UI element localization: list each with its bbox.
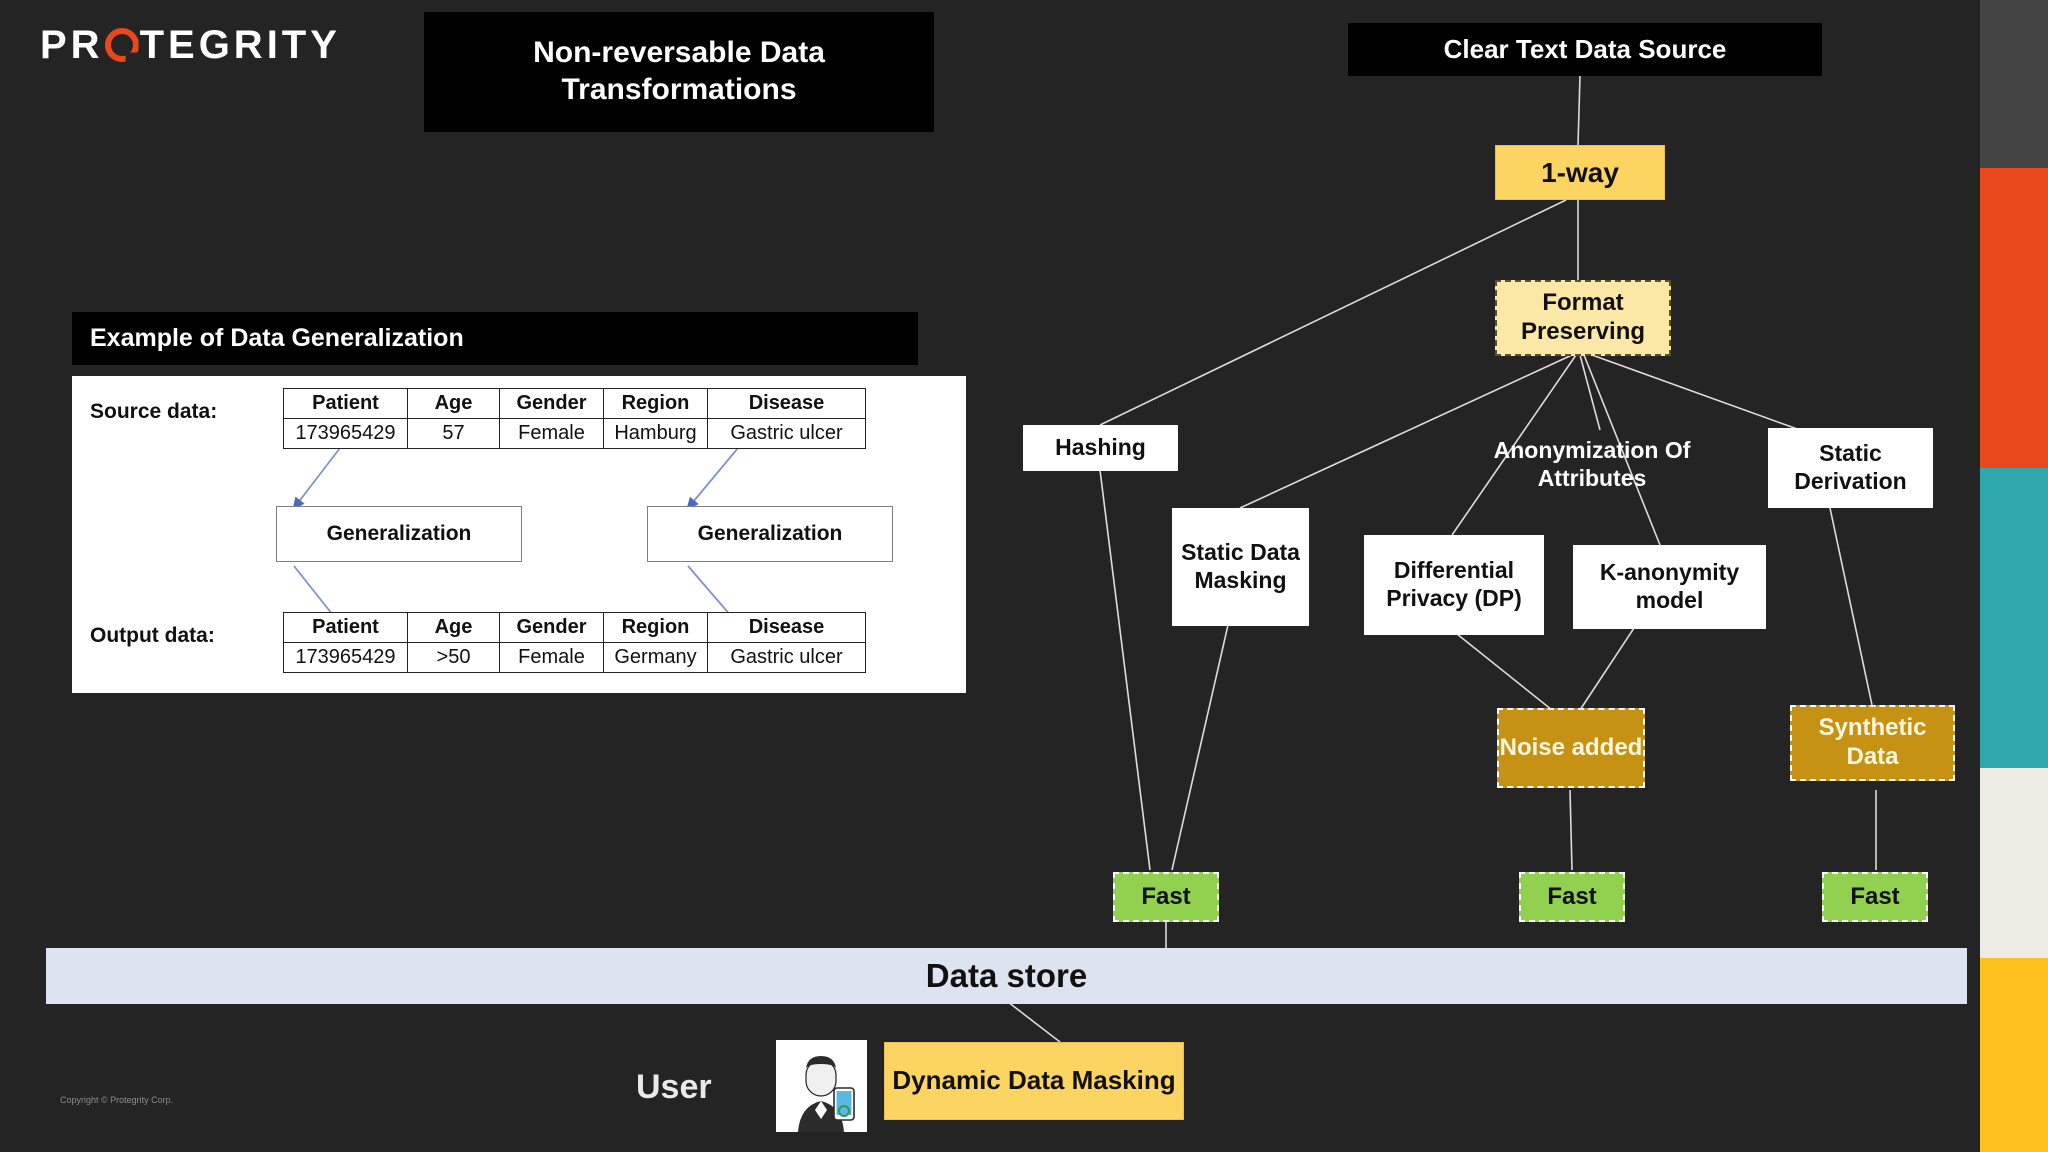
cell-gender: Female (499, 418, 604, 449)
node-format-preserving[interactable]: Format Preserving (1495, 280, 1671, 356)
generalization-box-left: Generalization (276, 506, 522, 562)
cell-gender: Female (499, 642, 604, 673)
col-patient: Patient (283, 612, 408, 643)
table-row: 173965429 >50 Female Germany Gastric ulc… (283, 642, 866, 673)
generalization-card: Source data: Output data: Patient Age Ge… (72, 376, 966, 693)
col-patient: Patient (283, 388, 408, 419)
col-region: Region (603, 612, 708, 643)
generalization-example-header: Example of Data Generalization (72, 312, 918, 365)
cell-age: >50 (407, 642, 500, 673)
clear-text-source-banner: Clear Text Data Source (1348, 23, 1822, 76)
edge-segment-teal (1980, 468, 2048, 768)
edge-segment-cream (1980, 768, 2048, 958)
cell-region: Germany (603, 642, 708, 673)
node-one-way[interactable]: 1-way (1495, 145, 1665, 200)
node-anonymization-of-attributes: Anonymization Of Attributes (1493, 437, 1691, 491)
cell-disease: Gastric ulcer (707, 642, 866, 673)
cell-region: Hamburg (603, 418, 708, 449)
node-k-anonymity-model[interactable]: K-anonymity model (1573, 545, 1766, 629)
table-row: 173965429 57 Female Hamburg Gastric ulce… (283, 418, 866, 449)
node-fast-3[interactable]: Fast (1822, 872, 1928, 922)
user-label: User (636, 1068, 712, 1106)
col-age: Age (407, 388, 500, 419)
col-gender: Gender (499, 388, 604, 419)
protegrity-logo: PR TEGRITY (40, 22, 341, 68)
col-gender: Gender (499, 612, 604, 643)
cell-patient: 173965429 (283, 642, 408, 673)
node-static-data-masking[interactable]: Static Data Masking (1172, 508, 1309, 626)
node-differential-privacy[interactable]: Differential Privacy (DP) (1364, 535, 1544, 635)
cell-disease: Gastric ulcer (707, 418, 866, 449)
data-store-bar: Data store (46, 948, 1967, 1004)
node-hashing[interactable]: Hashing (1023, 425, 1178, 471)
col-age: Age (407, 612, 500, 643)
cell-patient: 173965429 (283, 418, 408, 449)
edge-segment-orange (1980, 168, 2048, 468)
edge-segment-gray (1980, 0, 2048, 168)
table-header-row: Patient Age Gender Region Disease (283, 388, 866, 419)
edge-color-strip (1980, 0, 2048, 1152)
logo-text-after: TEGRITY (139, 23, 341, 67)
col-region: Region (603, 388, 708, 419)
node-fast-2[interactable]: Fast (1519, 872, 1625, 922)
output-data-label: Output data: (90, 624, 215, 647)
node-dynamic-data-masking[interactable]: Dynamic Data Masking (884, 1042, 1184, 1120)
col-disease: Disease (707, 612, 866, 643)
logo-wordmark: PR TEGRITY (40, 25, 341, 65)
logo-text-before: PR (40, 23, 104, 67)
user-avatar (776, 1040, 867, 1132)
generalization-box-right: Generalization (647, 506, 893, 562)
col-disease: Disease (707, 388, 866, 419)
table-header-row: Patient Age Gender Region Disease (283, 612, 866, 643)
logo-o-icon (105, 28, 139, 62)
node-synthetic-data[interactable]: Synthetic Data (1790, 705, 1955, 781)
copyright-text: Copyright © Protegrity Corp. (60, 1095, 174, 1105)
user-avatar-icon (776, 1040, 867, 1132)
source-data-label: Source data: (90, 400, 218, 423)
edge-segment-yellow (1980, 958, 2048, 1152)
node-noise-added[interactable]: Noise added (1497, 708, 1645, 788)
node-fast-1[interactable]: Fast (1113, 872, 1219, 922)
output-data-table: Patient Age Gender Region Disease 173965… (283, 612, 866, 673)
main-title-banner: Non-reversable Data Transformations (424, 12, 934, 132)
source-data-table: Patient Age Gender Region Disease 173965… (283, 388, 866, 449)
node-static-derivation[interactable]: Static Derivation (1768, 428, 1933, 508)
cell-age: 57 (407, 418, 500, 449)
